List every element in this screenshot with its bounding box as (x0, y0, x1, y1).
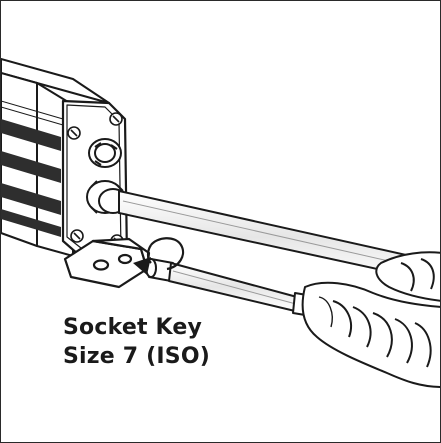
upper-tool-handle (375, 251, 440, 302)
clockwise-rotation-arrow-icon (133, 237, 185, 275)
fixture-stripes (1, 119, 61, 237)
tool-caption: Socket Key Size 7 (ISO) (63, 313, 210, 371)
caption-line-size: Size 7 (ISO) (63, 344, 210, 369)
cable-gland-with-cable (86, 180, 440, 284)
socket-key-screwdriver (145, 258, 440, 388)
cable-gland-icon (88, 138, 122, 168)
screw-icon (67, 112, 124, 248)
caption-line-tool: Socket Key (63, 315, 203, 340)
